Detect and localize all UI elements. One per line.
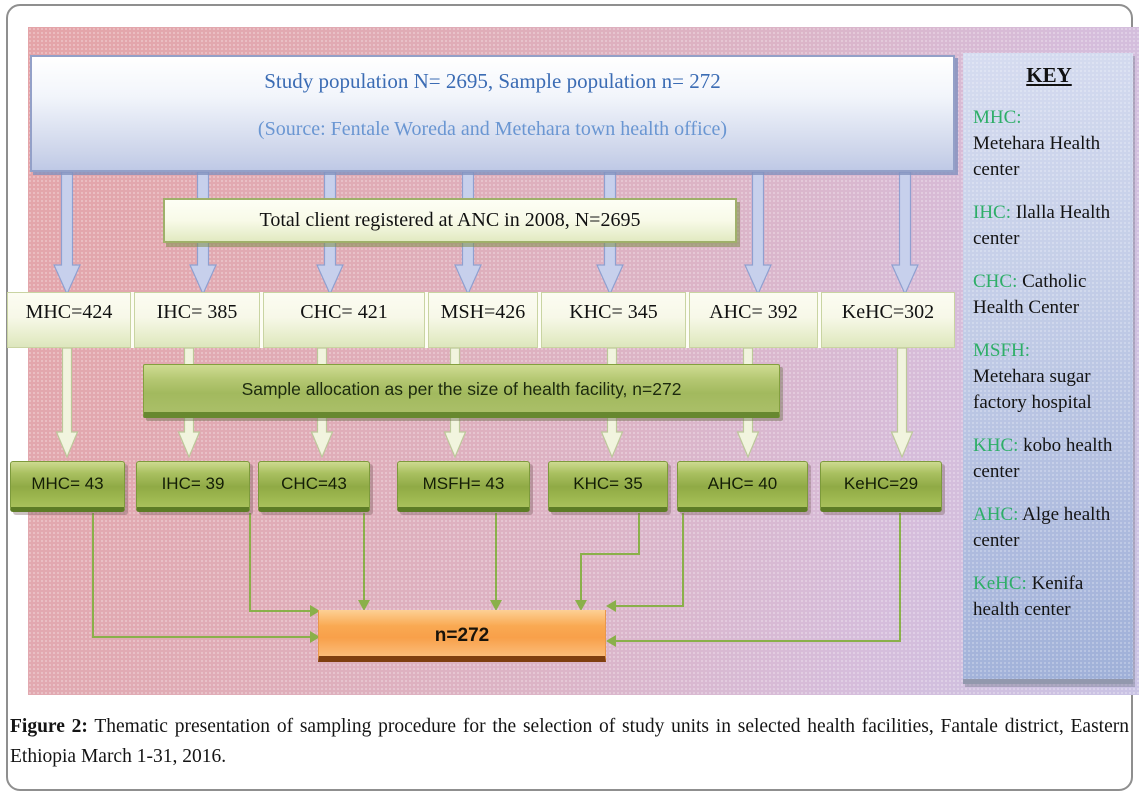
key-entry-chc: CHC: Catholic Health Center xyxy=(973,269,1125,321)
key-abbr: AHC: xyxy=(973,504,1019,525)
key-entry-kehc: KeHC: Kenifa health center xyxy=(973,571,1125,623)
key-entry-mhc: MHC: Metehara Health center xyxy=(973,105,1125,183)
key-name: Ilalla Health center xyxy=(973,202,1111,249)
key-entry-khc: KHC: kobo health center xyxy=(973,433,1125,485)
key-abbr: MSFH: xyxy=(973,340,1031,361)
source-text: (Source: Fentale Woreda and Metehara tow… xyxy=(257,118,728,140)
sample-box-chc: CHC=43 xyxy=(258,461,370,512)
figure-caption: Figure 2: Thematic presentation of sampl… xyxy=(10,712,1129,772)
key-title: KEY xyxy=(1026,63,1072,87)
key-name: Catholic Health Center xyxy=(973,271,1087,318)
key-abbr: KHC: xyxy=(973,435,1019,456)
sample-box-ihc: IHC= 39 xyxy=(136,461,250,512)
study-population-box: Study population N= 2695, Sample populat… xyxy=(30,55,955,172)
key-name: Metehara Health center xyxy=(973,133,1101,180)
key-name: Alge health center xyxy=(973,504,1111,551)
sample-box-mhc: MHC= 43 xyxy=(10,461,125,512)
sample-box-msfh: MSFH= 43 xyxy=(397,461,530,512)
key-entry-ahc: AHC: Alge health center xyxy=(973,502,1125,554)
key-abbr: CHC: xyxy=(973,271,1018,292)
registered-box-mhc: MHC=424 xyxy=(7,292,131,348)
key-entry-ihc: IHC: Ilalla Health center xyxy=(973,200,1125,252)
key-name: kobo health center xyxy=(973,435,1113,482)
figure-caption-text: Thematic presentation of sampling proced… xyxy=(10,716,1129,767)
registered-box-khc: KHC= 345 xyxy=(541,292,686,348)
key-abbr: KeHC: xyxy=(973,573,1027,594)
sample-allocation-box: Sample allocation as per the size of hea… xyxy=(143,364,780,418)
key-abbr: IHC: xyxy=(973,202,1011,223)
key-name: Metehara sugar factory hospital xyxy=(973,366,1092,413)
sample-box-kehc: KeHC=29 xyxy=(820,461,942,512)
registered-box-ihc: IHC= 385 xyxy=(134,292,260,348)
key-abbr: MHC: xyxy=(973,107,1022,128)
key-name: Kenifa health center xyxy=(973,573,1084,620)
registered-box-ahc: AHC= 392 xyxy=(689,292,818,348)
total-sample-box: n=272 xyxy=(318,610,606,662)
key-entry-msfh: MSFH: Metehara sugar factory hospital xyxy=(973,338,1125,416)
figure-caption-label: Figure 2: xyxy=(10,716,88,737)
sample-box-khc: KHC= 35 xyxy=(548,461,668,512)
registered-box-msh: MSH=426 xyxy=(428,292,538,348)
registered-box-kehc: KeHC=302 xyxy=(821,292,955,348)
key-panel: KEY MHC: Metehara Health center IHC: Ila… xyxy=(963,53,1133,684)
registered-box-chc: CHC= 421 xyxy=(263,292,425,348)
study-population-text: Study population N= 2695, Sample populat… xyxy=(264,69,721,93)
anc-total-box: Total client registered at ANC in 2008, … xyxy=(163,198,737,243)
sample-box-ahc: AHC= 40 xyxy=(677,461,808,512)
